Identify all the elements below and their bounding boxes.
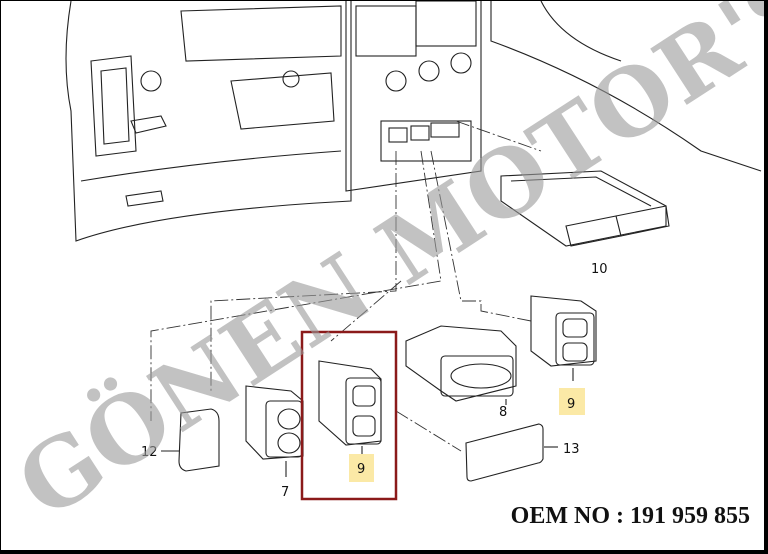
part-8-illustration [405, 325, 517, 405]
part-13-illustration [465, 423, 558, 482]
part-10-illustration [500, 170, 670, 247]
part-9-boxed-illustration [318, 360, 382, 456]
selection-box [300, 330, 398, 501]
part-9-right-illustration [530, 295, 597, 381]
callout-13: 13 [563, 442, 580, 457]
watermark: GÖNEN MOTOR'S [1, 1, 768, 539]
callout-10: 10 [591, 262, 608, 277]
oem-number: OEM NO : 191 959 855 [510, 503, 750, 529]
callout-9-boxed: 9 [357, 462, 365, 477]
callout-9-right: 9 [567, 397, 575, 412]
callout-8: 8 [499, 405, 507, 420]
leader-lines [150, 120, 542, 452]
dashboard-illustration [65, 1, 762, 242]
highlight-part-9-right [559, 388, 585, 415]
highlight-part-9-boxed [349, 454, 374, 482]
callout-12: 12 [141, 445, 158, 460]
callout-7: 7 [281, 485, 289, 500]
part-12-illustration [161, 408, 220, 472]
